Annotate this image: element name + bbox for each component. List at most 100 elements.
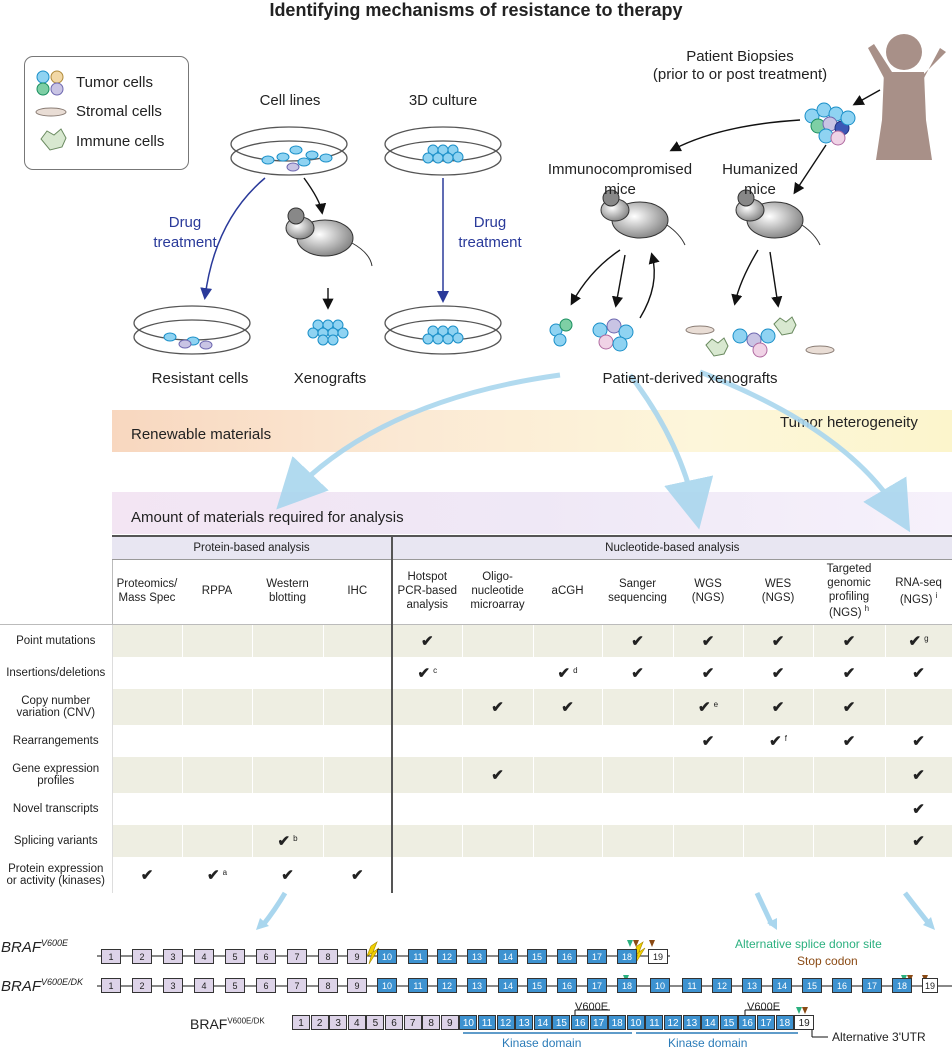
braf3-sup: V600E/DK <box>227 1016 265 1026</box>
exon-box: 13 <box>515 1015 534 1030</box>
check-mark: ✔ <box>842 733 856 750</box>
pdx-tumors <box>549 316 835 358</box>
column-header-line: aCGH <box>551 585 584 598</box>
footnote-marker: f <box>784 734 787 744</box>
exon-box: 3 <box>163 949 183 964</box>
check-mark: ✔ <box>908 633 922 650</box>
row-label-line: variation (CNV) <box>16 707 96 719</box>
check-mark: ✔ <box>698 699 711 716</box>
exon-box: 14 <box>533 1015 552 1030</box>
check-mark: ✔ <box>701 665 715 682</box>
table-cell <box>181 825 253 857</box>
table-cell <box>461 624 534 657</box>
label-immuno-1: Immunocompromised <box>547 161 693 178</box>
exon-box: 9 <box>347 949 367 964</box>
table-cell <box>111 825 183 857</box>
exon-box: 14 <box>498 949 518 964</box>
table-cell: ✔d <box>532 657 603 689</box>
label-treatment-1: treatment <box>153 234 217 251</box>
table-cell <box>111 689 183 725</box>
check-mark: ✔ <box>701 633 715 650</box>
check-mark: ✔ <box>206 867 220 884</box>
column-header-line: (NGS) <box>761 592 795 604</box>
table-cell <box>322 624 393 657</box>
table-cell <box>532 757 603 793</box>
exon-box: 15 <box>527 978 547 993</box>
label-xenografts: Xenografts <box>293 370 367 387</box>
table-cell <box>812 825 886 857</box>
check-mark: ✔ <box>140 867 154 884</box>
amount-band <box>112 492 952 534</box>
row-label: Insertions/deletions <box>0 657 112 689</box>
table-cell <box>461 825 534 857</box>
table-cell: ✔ <box>672 657 744 689</box>
exon-box: 12 <box>664 1015 682 1030</box>
table-cell <box>461 857 534 893</box>
exon-box: 5 <box>225 978 245 993</box>
table-cell: ✔ <box>461 757 534 793</box>
check-mark: ✔ <box>912 801 925 818</box>
exon-box: 5 <box>366 1015 385 1030</box>
table-row: Novel transcripts✔ <box>0 793 952 825</box>
renewable-label: Renewable materials <box>131 426 272 443</box>
exon-box: 18 <box>617 978 637 993</box>
exon-box: 1 <box>292 1015 310 1030</box>
column-header-line: analysis <box>406 598 449 611</box>
check-mark: ✔ <box>491 767 504 784</box>
table-cell <box>391 793 463 825</box>
table-cell: ✔ <box>812 725 886 757</box>
table-cell <box>181 757 253 793</box>
exon-box: 5 <box>225 949 245 964</box>
table-cell: ✔ <box>884 657 952 689</box>
check-mark: ✔ <box>491 699 504 716</box>
braf-row3-label: BRAFV600E/DK <box>190 1016 265 1032</box>
exon-box: 14 <box>772 978 792 993</box>
check-mark: ✔ <box>912 733 925 750</box>
column-header-line: Targeted <box>826 562 872 575</box>
exon-box: 11 <box>408 949 428 964</box>
table-cell: ✔ <box>532 689 603 725</box>
exon-box: 16 <box>557 978 577 993</box>
exon-box: 19 <box>648 949 668 964</box>
column-header-line: sequencing <box>608 592 667 604</box>
check-mark: ✔ <box>771 633 785 650</box>
row-label-line: Insertions/deletions <box>6 667 106 679</box>
exon-box: 18 <box>775 1015 794 1030</box>
label-cell-lines: Cell lines <box>259 92 321 109</box>
column-header-line: Mass Spec <box>118 592 176 604</box>
exon-box: 7 <box>287 949 307 964</box>
table-cell <box>812 857 886 893</box>
braf1-sup: V600E <box>41 938 69 948</box>
table-cell: ✔ <box>884 757 952 793</box>
exon-box: 16 <box>832 978 852 993</box>
check-mark: ✔ <box>842 699 856 716</box>
table-cell <box>601 825 674 857</box>
check-mark: ✔ <box>912 833 925 850</box>
label-drug-1: Drug <box>168 214 202 231</box>
check-mark: ✔ <box>771 699 785 716</box>
amount-label: Amount of materials required for analysi… <box>131 509 404 526</box>
mouse-xenograft <box>285 207 373 267</box>
table-cell <box>111 657 183 689</box>
patient-figure <box>868 34 946 160</box>
column-header: IHC <box>322 559 393 625</box>
table-cell <box>532 624 603 657</box>
exon-box: 15 <box>552 1015 571 1030</box>
column-header: RNA-seq(NGS)i <box>884 559 952 625</box>
table-row: Point mutations✔✔✔✔✔✔g <box>0 624 952 657</box>
braf-row2-label: BRAFV600E/DK <box>1 977 83 995</box>
label-immuno-2: mice <box>604 181 636 198</box>
column-header-line-wrap: (NGS)i <box>886 591 952 608</box>
exon-box: 17 <box>587 949 607 964</box>
check-mark: ✔ <box>420 633 434 650</box>
footnote-marker: b <box>293 834 298 844</box>
table-cell: ✔ <box>742 624 814 657</box>
column-header-line: Hotspot <box>407 571 448 584</box>
exon-box: 14 <box>498 978 518 993</box>
kinase-label-a: Kinase domain <box>502 1036 582 1050</box>
table-cell <box>251 757 324 793</box>
